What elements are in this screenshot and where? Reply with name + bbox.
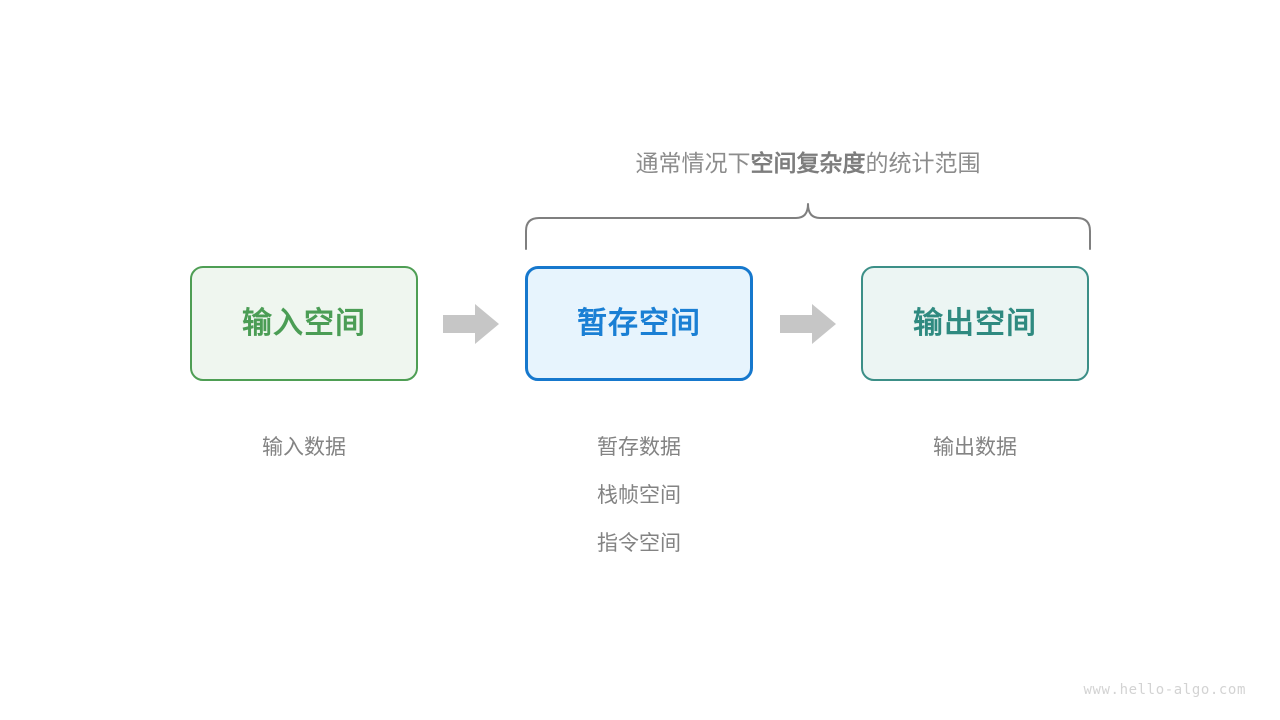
- stage-box-output: 输出空间: [861, 266, 1089, 381]
- caption-column-temp: 暂存数据 栈帧空间 指令空间: [525, 424, 753, 568]
- caption-column-output: 输出数据: [861, 424, 1089, 472]
- caption-column-input: 输入数据: [190, 424, 418, 472]
- stage-title-output: 输出空间: [913, 306, 1037, 340]
- caption-instruction-space: 指令空间: [597, 532, 681, 555]
- brace-caption: 通常情况下空间复杂度的统计范围: [525, 146, 1091, 180]
- caption-input-data: 输入数据: [262, 436, 346, 459]
- watermark: www.hello-algo.com: [1083, 682, 1246, 698]
- curly-brace-icon: [525, 203, 1091, 250]
- arrow-right-icon: [780, 304, 836, 344]
- stage-box-temp: 暂存空间: [525, 266, 753, 381]
- arrow-right-icon: [443, 304, 499, 344]
- stage-box-input: 输入空间: [190, 266, 418, 381]
- stage-title-temp: 暂存空间: [577, 306, 701, 340]
- brace-caption-suffix: 的统计范围: [865, 150, 981, 176]
- stage-title-input: 输入空间: [242, 306, 366, 340]
- brace-caption-emphasis: 空间复杂度: [750, 150, 866, 176]
- caption-output-data: 输出数据: [933, 436, 1017, 459]
- caption-temp-data: 暂存数据: [597, 436, 681, 459]
- caption-stack-frame-space: 栈帧空间: [597, 484, 681, 507]
- brace-caption-prefix: 通常情况下: [635, 150, 751, 176]
